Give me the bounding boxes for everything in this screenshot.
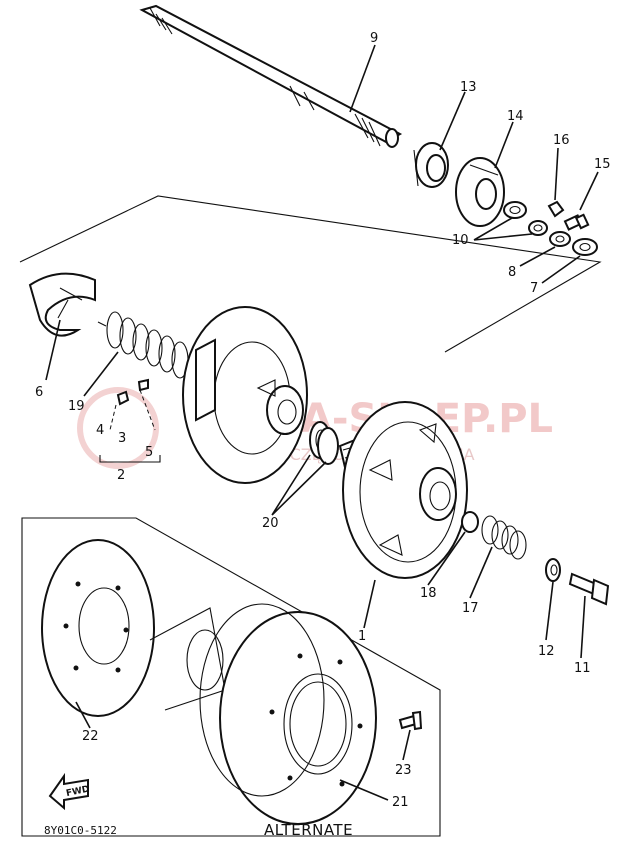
spring-part-17 bbox=[481, 515, 527, 560]
cap-part-18 bbox=[461, 511, 479, 533]
leader-lines bbox=[45, 44, 599, 801]
movable-sheave-part-1 bbox=[342, 401, 468, 579]
secondary-sheave bbox=[182, 306, 308, 484]
assembly-outline bbox=[19, 195, 602, 353]
callout-7: 7 bbox=[530, 281, 538, 296]
housing-part-14 bbox=[455, 157, 505, 227]
callout-22: 22 bbox=[82, 729, 99, 744]
callout-4: 4 bbox=[96, 423, 104, 438]
washer-part-12 bbox=[545, 558, 561, 582]
diagram-code: 8Y01C0-5122 bbox=[44, 824, 117, 837]
callout-8: 8 bbox=[508, 265, 516, 280]
alternate-panel-outline bbox=[21, 517, 441, 837]
callout-13: 13 bbox=[460, 80, 477, 95]
callout-10: 10 bbox=[452, 233, 469, 248]
callout-11: 11 bbox=[574, 661, 591, 676]
callout-18: 18 bbox=[420, 586, 437, 601]
spring-seat-part-6 bbox=[28, 272, 96, 337]
callout-23: 23 bbox=[395, 763, 412, 778]
callout-2: 2 bbox=[117, 468, 125, 483]
shaft-part-9 bbox=[139, 4, 403, 148]
callout-9: 9 bbox=[370, 31, 378, 46]
callout-16: 16 bbox=[553, 133, 570, 148]
collars-part-20 bbox=[309, 421, 339, 465]
sheave-part-22 bbox=[41, 539, 155, 717]
callout-1: 1 bbox=[358, 629, 366, 644]
callout-5: 5 bbox=[145, 445, 153, 460]
callout-21: 21 bbox=[392, 795, 409, 810]
callout-17: 17 bbox=[462, 601, 479, 616]
fwd-arrow-icon: FWD bbox=[48, 772, 90, 811]
callout-15: 15 bbox=[594, 157, 611, 172]
callout-20: 20 bbox=[262, 516, 279, 531]
pins-group bbox=[109, 378, 156, 431]
callout-19: 19 bbox=[68, 399, 85, 414]
callout-14: 14 bbox=[507, 109, 524, 124]
sheave-part-21 bbox=[149, 603, 377, 825]
callout-12: 12 bbox=[538, 644, 555, 659]
fwd-label: FWD bbox=[65, 784, 90, 799]
callout-6: 6 bbox=[35, 385, 43, 400]
screw-part-23 bbox=[398, 710, 423, 731]
washers-group bbox=[503, 200, 598, 256]
bearing-part-13 bbox=[413, 142, 449, 188]
bolt-part-11 bbox=[568, 572, 610, 606]
bracket-3-4-5 bbox=[99, 455, 161, 463]
callouts: 9 13 14 16 15 10 8 7 6 19 4 3 5 2 20 1 1… bbox=[35, 31, 611, 810]
spring-part-19 bbox=[97, 311, 189, 379]
alternate-label: ALTERNATE bbox=[264, 821, 353, 839]
callout-3: 3 bbox=[118, 431, 126, 446]
